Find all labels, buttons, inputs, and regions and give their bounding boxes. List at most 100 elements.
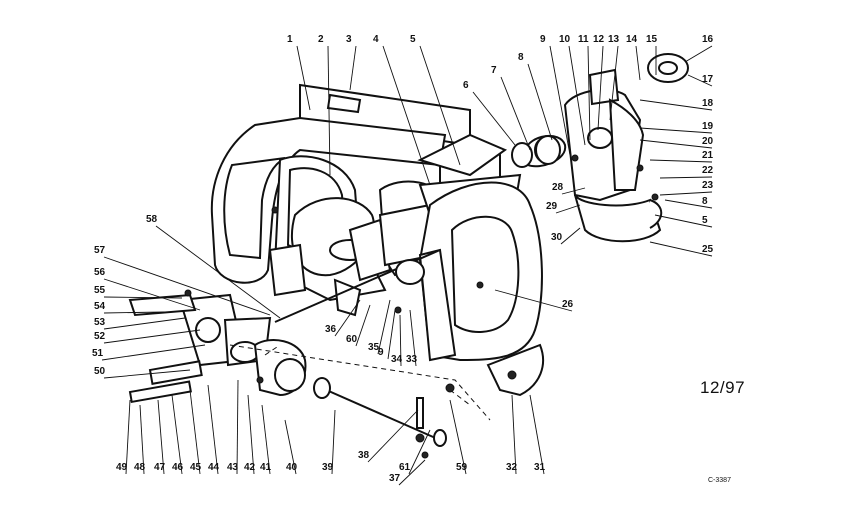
leader-line (103, 278, 201, 311)
callout-26: 26 (562, 299, 574, 310)
callout-46: 46 (172, 462, 184, 473)
callout-14: 14 (626, 34, 638, 45)
callout-9: 9 (540, 34, 546, 45)
leader-line (500, 76, 531, 151)
leader-line (568, 45, 586, 146)
leader-line (355, 304, 371, 347)
callout-43: 43 (227, 462, 239, 473)
callout-11: 11 (578, 34, 589, 45)
callout-3: 3 (346, 34, 352, 45)
callout-28: 28 (552, 182, 564, 193)
callout-16: 16 (702, 34, 714, 45)
callout-22: 22 (702, 165, 714, 176)
callout-18: 18 (702, 98, 714, 109)
callout-37: 37 (389, 473, 401, 484)
leader-line (125, 399, 131, 475)
leader-line (103, 329, 201, 344)
leader-line (171, 394, 183, 475)
leader-line (687, 74, 713, 87)
callout-59: 59 (456, 462, 468, 473)
callout-7: 7 (491, 65, 497, 76)
callout-55: 55 (94, 285, 106, 296)
leader-line (207, 384, 219, 475)
leader-line (639, 139, 713, 149)
callout-20: 20 (702, 136, 714, 147)
leader-line (387, 309, 396, 360)
leader-line (367, 409, 419, 463)
leader-line (649, 159, 713, 163)
callout-41: 41 (260, 462, 272, 473)
gearbox-assembly (128, 293, 307, 404)
leader-line (103, 369, 191, 379)
diagram-code: C-3387 (708, 477, 731, 484)
leader-line (639, 127, 713, 134)
leader-line (561, 187, 586, 195)
callout-8: 8 (702, 196, 708, 207)
callout-36: 36 (325, 324, 337, 335)
callout-17: 17 (702, 74, 714, 85)
leader-line (472, 91, 516, 146)
callout-56: 56 (94, 267, 106, 278)
callout-33: 33 (406, 354, 418, 365)
chute-assembly (523, 53, 689, 243)
leader-line (103, 311, 166, 314)
leader-line (560, 227, 581, 245)
hardware (184, 135, 659, 459)
callout-13: 13 (608, 34, 620, 45)
leader-line (409, 309, 417, 367)
callout-25: 25 (702, 244, 714, 255)
leader-line (236, 379, 239, 475)
callout-32: 32 (506, 462, 518, 473)
leader-line (157, 399, 165, 475)
leader-line (261, 404, 271, 475)
leader-line (331, 409, 336, 475)
leader-line (419, 45, 461, 166)
callout-34: 34 (391, 354, 403, 365)
callout-35: 35 (368, 342, 380, 353)
callout-45: 45 (190, 462, 202, 473)
leader-line (659, 191, 713, 196)
callout-61: 61 (399, 462, 411, 473)
callout-12: 12 (593, 34, 605, 45)
leader-line (327, 45, 331, 176)
callout-30: 30 (551, 232, 563, 243)
callout-23: 23 (702, 180, 714, 191)
side-plate (418, 181, 543, 362)
callout-38: 38 (358, 450, 370, 461)
callout-44: 44 (208, 462, 220, 473)
leader-line (635, 45, 641, 81)
leader-line (139, 404, 145, 475)
callout-42: 42 (244, 462, 256, 473)
leader-line (103, 256, 271, 316)
callout-15: 15 (646, 34, 658, 45)
callout-29: 29 (546, 201, 558, 212)
leader-line (684, 45, 713, 63)
leader-line (382, 45, 431, 186)
callout-4: 4 (373, 34, 379, 45)
leader-line (398, 459, 426, 486)
callout-47: 47 (154, 462, 166, 473)
callout-58: 58 (146, 214, 158, 225)
leader-line (296, 45, 311, 111)
leader-line (649, 241, 713, 257)
callout-40: 40 (286, 462, 298, 473)
callout-5: 5 (702, 215, 708, 226)
leader-line (377, 299, 391, 355)
leader-line (494, 289, 573, 312)
leader-line (587, 45, 591, 141)
leader-line (639, 99, 713, 111)
leader-line (103, 296, 183, 299)
leader-line (449, 399, 467, 475)
callout-5: 5 (410, 34, 416, 45)
leader-line (189, 389, 201, 475)
leader-line (399, 314, 402, 367)
leader-line (155, 225, 281, 319)
leader-line (654, 214, 713, 228)
leader-line (247, 394, 255, 475)
callout-49: 49 (116, 462, 128, 473)
leader-line (609, 45, 619, 121)
callout-50: 50 (94, 366, 106, 377)
callout-48: 48 (134, 462, 146, 473)
